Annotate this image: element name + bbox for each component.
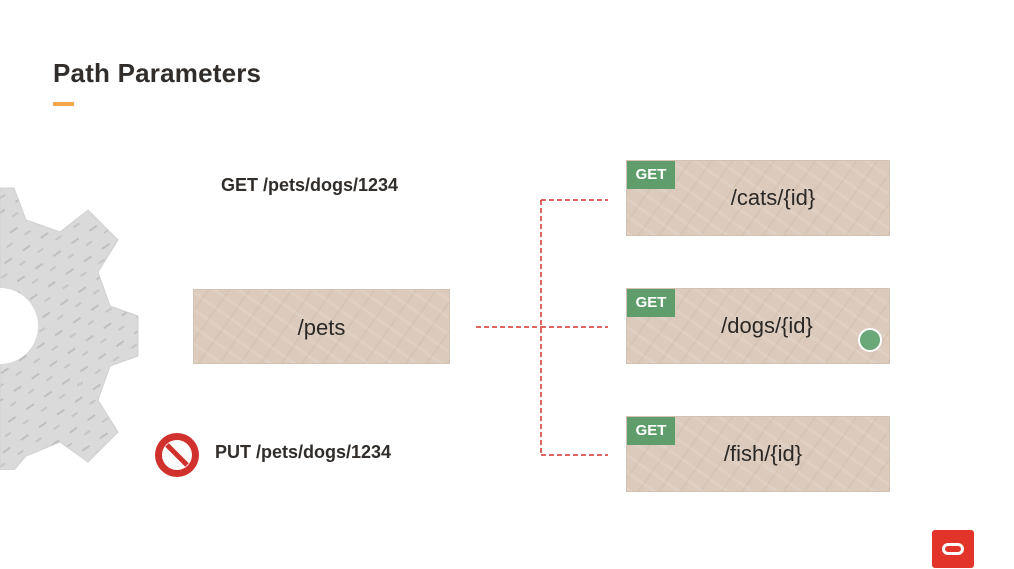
page-title: Path Parameters: [53, 58, 262, 88]
method-badge: GET: [627, 289, 675, 317]
endpoint-path: /fish/{id}: [723, 441, 803, 466]
gear-icon: [0, 187, 139, 470]
method-badge: GET: [627, 161, 675, 189]
blocked-request-label: PUT /pets/dogs/1234: [215, 442, 392, 462]
method-badge: GET: [627, 417, 675, 445]
resource-path: /pets: [297, 315, 346, 340]
endpoint-box-cats: GET /cats/{id}: [626, 160, 890, 236]
allowed-request-label: GET /pets/dogs/1234: [221, 175, 399, 195]
title-underline: [53, 102, 74, 106]
no-entry-icon: [155, 433, 199, 477]
endpoint-box-fish: GET /fish/{id}: [626, 416, 890, 492]
oracle-logo: [932, 530, 974, 568]
endpoint-path: /cats/{id}: [730, 185, 816, 210]
endpoint-path: /dogs/{id}: [721, 313, 813, 338]
oracle-ring-icon: [942, 543, 964, 555]
resource-box-pets: /pets: [193, 289, 450, 364]
status-dot-icon: [858, 328, 882, 352]
endpoint-box-dogs: GET /dogs/{id}: [626, 288, 890, 364]
